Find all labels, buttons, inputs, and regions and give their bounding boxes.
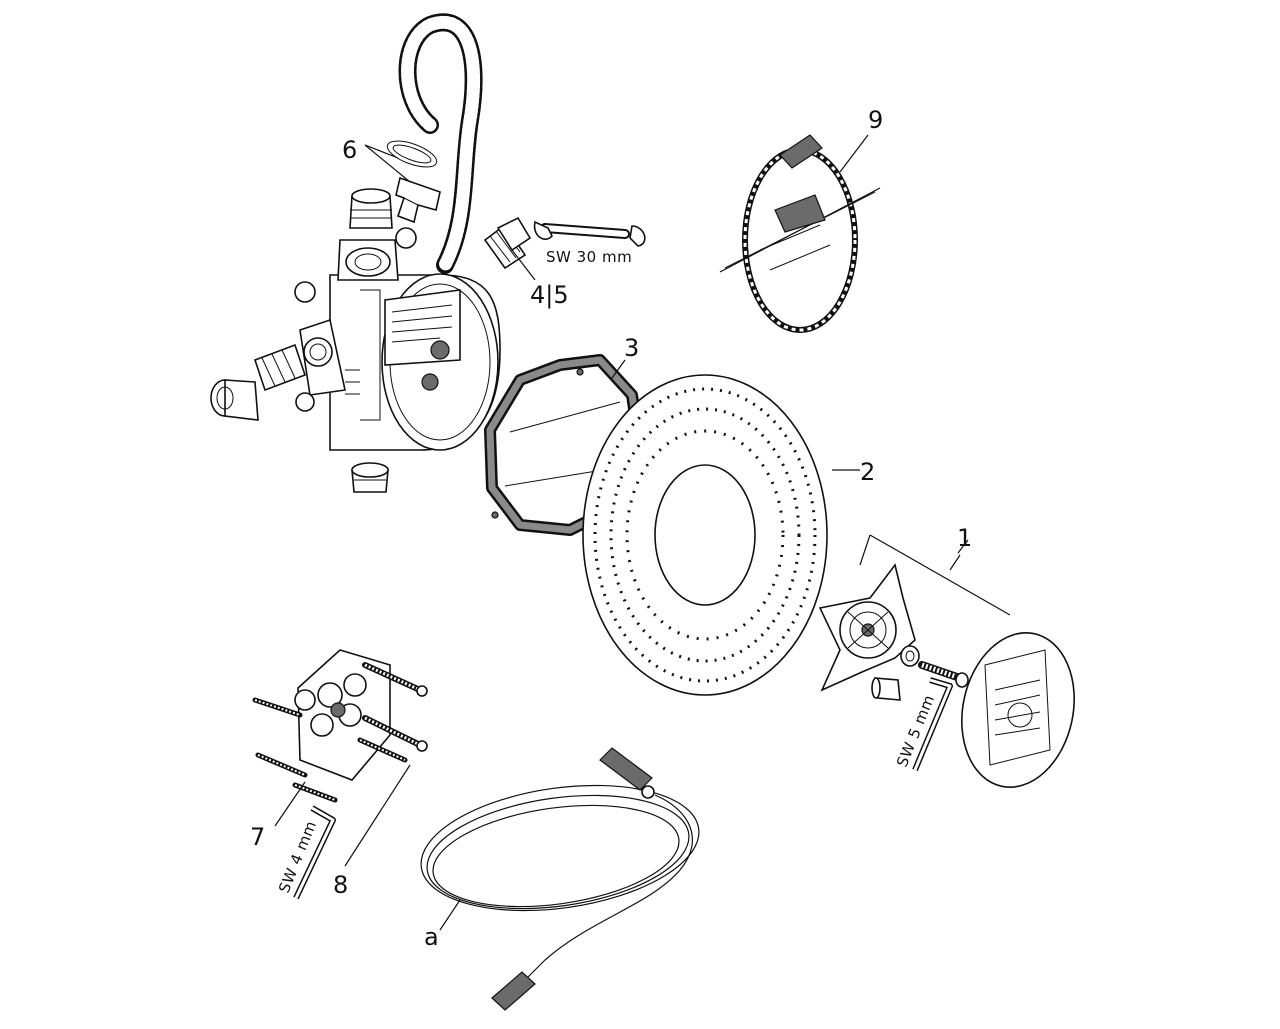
part-7-short-screws (252, 697, 338, 803)
callout-a: a (424, 923, 439, 951)
callout-1: 1 (957, 524, 972, 552)
callout-8: 8 (333, 871, 348, 899)
part-6-clip (386, 140, 441, 224)
part-2-perforated-plate (582, 374, 828, 696)
wrench-sw30-icon (533, 220, 646, 247)
part-7-8-block (294, 649, 391, 781)
part-9-ring (719, 134, 881, 333)
part-6-nut (349, 188, 393, 229)
allen-key-sw5-icon (912, 677, 953, 772)
part-1-screw (918, 661, 969, 688)
part-4-5-nipple (483, 216, 536, 281)
tool-label-sw30: SW 30 mm (546, 248, 632, 266)
callout-6: 6 (342, 136, 357, 164)
callout-7: 7 (250, 823, 265, 851)
callout-4-5: 4|5 (530, 281, 569, 309)
part-8-long-screws (357, 662, 428, 763)
part-3-frame (484, 354, 646, 536)
allen-key-sw4-icon (293, 805, 336, 900)
part-1-cover-plate (961, 632, 1075, 788)
bottom-plug (351, 462, 389, 493)
callout-9: 9 (868, 106, 883, 134)
left-fitting (253, 343, 307, 392)
part-a-cable (420, 747, 700, 1011)
flex-hose (398, 13, 483, 274)
mixer-body (294, 227, 501, 451)
part-1-insert (818, 563, 916, 692)
callout-2: 2 (860, 458, 875, 486)
part-1-washer (900, 645, 920, 667)
callout-3: 3 (624, 334, 639, 362)
part-1-adapter (871, 677, 901, 701)
leader-lines (274, 134, 1011, 931)
left-nut (210, 379, 259, 421)
